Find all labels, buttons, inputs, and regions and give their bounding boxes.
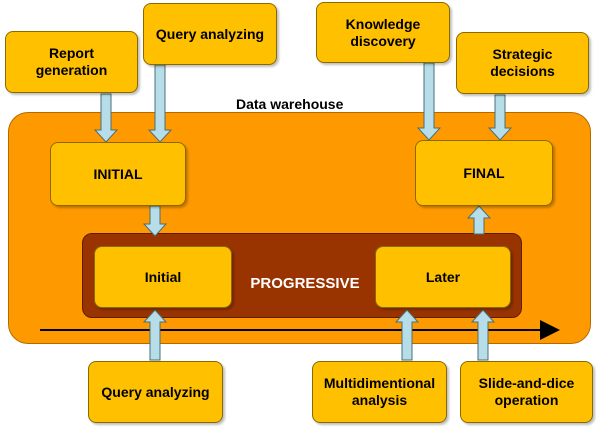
query-analyzing-bottom-box: Query analyzing	[88, 361, 223, 423]
later-inner-label: Later	[425, 268, 461, 285]
strategic-decisions-box: Strategic decisions	[456, 32, 589, 94]
query-analyzing-top-label: Query analyzing	[155, 25, 265, 42]
query-analyzing-top-box: Query analyzing	[143, 3, 277, 65]
arrow-knowledge-to-final	[416, 62, 442, 141]
knowledge-discovery-box: Knowledge discovery	[316, 2, 450, 63]
arrow-strategic-to-final	[487, 94, 513, 141]
arrow-initial-to-inner	[142, 205, 168, 237]
knowledge-discovery-label: Knowledge discovery	[345, 15, 421, 49]
initial-stage-label: INITIAL	[93, 165, 143, 182]
initial-inner-label: Initial	[144, 268, 182, 285]
arrow-query-to-initial	[147, 64, 173, 143]
query-analyzing-bottom-label: Query analyzing	[101, 383, 210, 400]
progressive-label: PROGRESSIVE	[250, 274, 360, 292]
final-stage-label: FINAL	[463, 164, 505, 181]
slide-and-dice-label: Slide-and-dice operation	[478, 375, 575, 408]
arrow-query-bottom-to-initial	[142, 309, 168, 361]
arrow-report-to-initial	[93, 93, 119, 143]
arrow-slide-to-later	[470, 309, 496, 361]
arrow-later-to-final	[466, 205, 492, 235]
final-stage-box: FINAL	[415, 140, 553, 206]
report-generation-box: Report generation	[5, 31, 138, 93]
initial-inner-box: Initial	[94, 246, 232, 308]
initial-stage-box: INITIAL	[50, 142, 186, 206]
slide-and-dice-box: Slide-and-dice operation	[460, 361, 593, 423]
report-generation-label: Report generation	[35, 45, 108, 78]
strategic-decisions-label: Strategic decisions	[490, 46, 555, 79]
arrow-multidim-to-later	[394, 309, 420, 361]
multidimentional-analysis-label: Multidimentional analysis	[323, 375, 436, 408]
data-warehouse-label: Data warehouse	[236, 96, 344, 112]
later-inner-box: Later	[375, 246, 511, 308]
multidimentional-analysis-box: Multidimentional analysis	[312, 361, 447, 423]
